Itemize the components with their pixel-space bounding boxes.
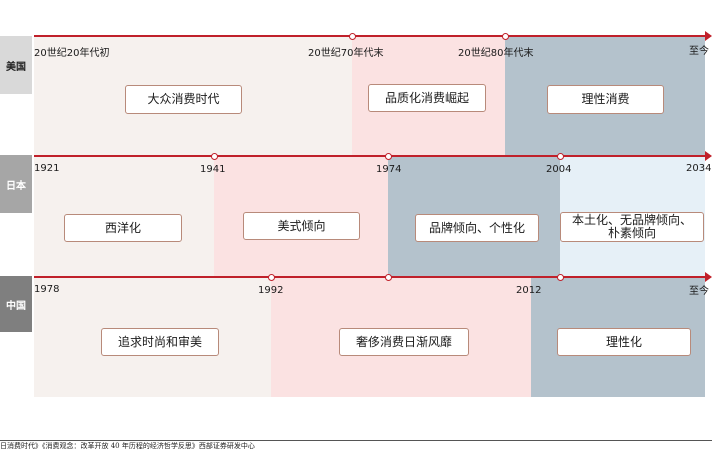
us-label-tab: 美国 <box>0 36 32 94</box>
japan-milestone-dot <box>211 153 218 160</box>
japan-tick-label: 1941 <box>200 164 226 175</box>
china-label: 中国 <box>6 300 26 312</box>
us-tick-label: 20世纪70年代末 <box>308 48 384 59</box>
china-tick-label: 1992 <box>258 285 284 296</box>
footer-divider <box>0 440 712 441</box>
us-stage-box: 理性消费 <box>547 85 664 114</box>
china-milestone-dot <box>385 274 392 281</box>
china-tick-label: 2012 <box>516 285 542 296</box>
china-milestone-dot <box>268 274 275 281</box>
japan-tick-label: 1974 <box>376 164 402 175</box>
china-stage-box: 理性化 <box>557 328 691 356</box>
japan-tick-label: 2004 <box>546 164 572 175</box>
china-timeline-arrow <box>705 272 712 282</box>
us-stage-box: 品质化消费崛起 <box>368 84 486 112</box>
china-tick-label: 1978 <box>34 284 60 295</box>
china-timeline <box>34 276 706 278</box>
japan-tick-label: 2034 <box>686 163 712 174</box>
japan-label: 日本 <box>6 180 26 192</box>
china-label-tab: 中国 <box>0 276 32 332</box>
us-tick-label: 20世纪20年代初 <box>34 48 110 59</box>
us-milestone-dot <box>349 33 356 40</box>
japan-timeline <box>34 155 706 157</box>
china-tick-label: 至今 <box>689 286 709 297</box>
japan-tick-label: 1921 <box>34 163 60 174</box>
us-timeline <box>34 35 706 37</box>
us-tick-label: 至今 <box>689 46 709 57</box>
china-stage-box: 奢侈消费日渐风靡 <box>339 328 469 356</box>
japan-milestone-dot <box>385 153 392 160</box>
japan-stage-box: 西洋化 <box>64 214 182 242</box>
us-milestone-dot <box>502 33 509 40</box>
us-stage-box: 大众消费时代 <box>125 85 242 114</box>
japan-stage-box: 美式倾向 <box>243 212 360 240</box>
source-note: 日消费时代》《消费观念：改革开放 40 年历程的经济哲学反思》西部证券研发中心 <box>0 442 255 450</box>
us-timeline-arrow <box>705 31 712 41</box>
japan-milestone-dot <box>557 153 564 160</box>
japan-stage-box: 本土化、无品牌倾向、朴素倾向 <box>560 212 704 242</box>
japan-stage-box: 品牌倾向、个性化 <box>415 214 539 242</box>
china-milestone-dot <box>557 274 564 281</box>
us-label: 美国 <box>6 61 26 73</box>
japan-label-tab: 日本 <box>0 155 32 213</box>
japan-timeline-arrow <box>705 151 712 161</box>
us-tick-label: 20世纪80年代末 <box>458 48 534 59</box>
china-stage-box: 追求时尚和审美 <box>101 328 219 356</box>
